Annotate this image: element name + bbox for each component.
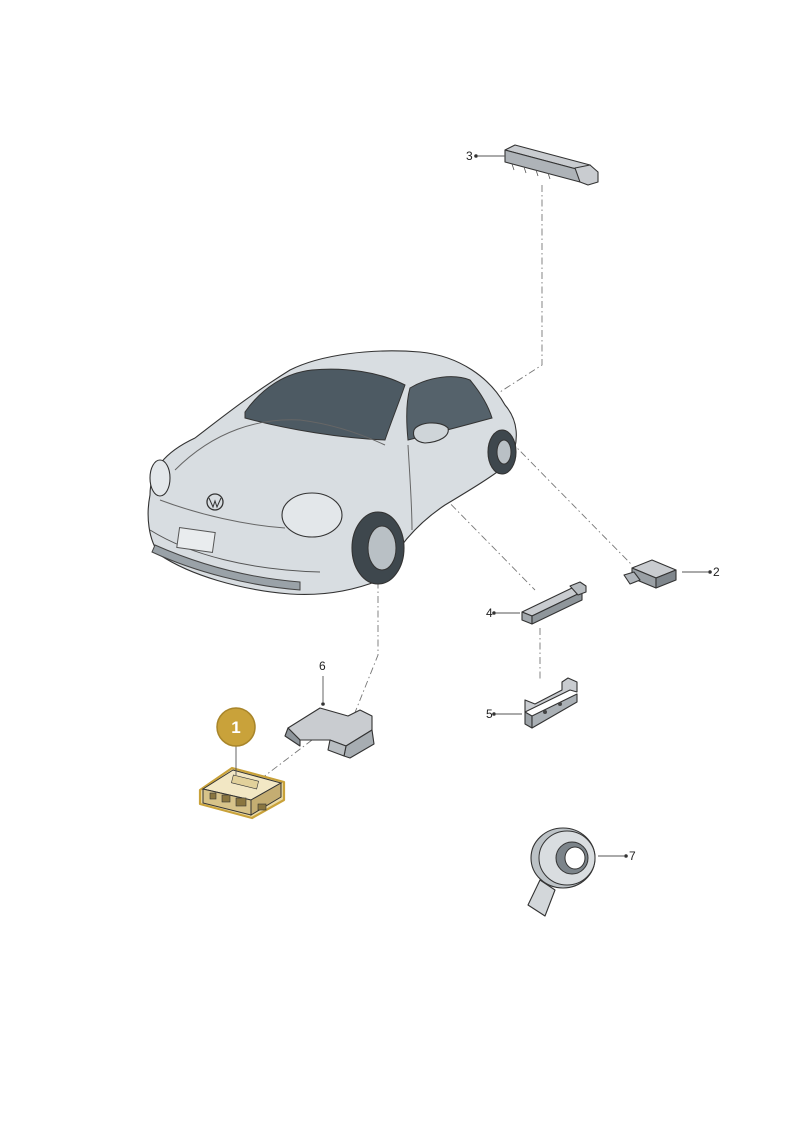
callout-1-label: 1 — [231, 718, 240, 737]
callout-3[interactable]: 3 — [466, 149, 505, 163]
part-3-module — [504, 144, 599, 186]
callout-3-label: 3 — [466, 149, 473, 163]
part-6-holder — [284, 707, 375, 759]
callout-5[interactable]: 5 — [486, 707, 522, 721]
callout-1-badge — [216, 707, 256, 747]
callout-1[interactable]: 1 — [216, 707, 256, 775]
callout-4-label: 4 — [486, 606, 493, 620]
callout-5-label: 5 — [486, 707, 493, 721]
part-5-bracket — [524, 677, 578, 729]
car-headlight-right — [281, 492, 343, 538]
callout-7[interactable]: 7 — [598, 849, 636, 863]
callout-6-label: 6 — [319, 659, 326, 673]
callout-6[interactable]: 6 — [319, 659, 326, 706]
part-1-control-unit — [198, 766, 286, 820]
callout-4[interactable]: 4 — [486, 606, 520, 620]
car-headlight-left — [149, 459, 171, 497]
callout-2[interactable]: 2 — [682, 565, 720, 579]
part-2-sensor — [623, 559, 677, 589]
car-illustration — [147, 350, 517, 596]
part-4-bracket — [521, 581, 587, 625]
car-grille — [151, 544, 301, 591]
callout-2-label: 2 — [713, 565, 720, 579]
callout-7-label: 7 — [629, 849, 636, 863]
car-emblem — [206, 493, 224, 511]
car-mirror — [412, 422, 449, 444]
part-7-tape-roll — [527, 827, 596, 917]
car-windshield — [244, 368, 406, 441]
